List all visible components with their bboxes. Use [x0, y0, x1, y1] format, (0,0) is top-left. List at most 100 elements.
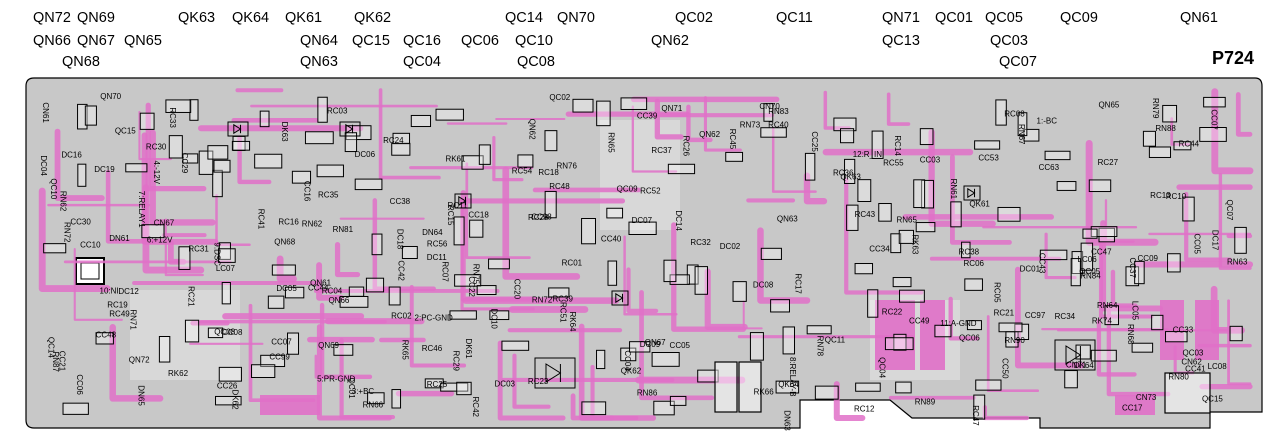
component-label: DK64	[1074, 361, 1095, 370]
trace	[316, 262, 344, 301]
component	[218, 242, 231, 260]
trace	[105, 169, 157, 244]
component-label: QC05	[1079, 267, 1100, 276]
ref-qk62: QK62	[354, 10, 392, 26]
component-label: RC15	[446, 205, 455, 226]
component	[898, 229, 915, 244]
trace	[639, 290, 715, 401]
component	[168, 135, 183, 159]
trace	[1184, 191, 1233, 262]
component	[77, 103, 88, 130]
component	[833, 117, 857, 132]
component-label: RC45	[728, 129, 737, 150]
component	[1151, 314, 1164, 331]
component-label: RC41	[256, 209, 265, 230]
diode-symbol	[1054, 339, 1096, 371]
component	[43, 243, 67, 254]
ref-qn71: QN71	[882, 10, 920, 26]
ref-qn66: QN66	[33, 33, 71, 49]
component-label: RN63	[1227, 257, 1248, 266]
component-label: RC18	[538, 168, 559, 177]
component-label: RC16	[278, 218, 299, 227]
ref-qc16: QC16	[403, 33, 441, 49]
copper-pad	[1115, 395, 1155, 415]
component-label: DN61	[109, 234, 130, 243]
component-label: RN71	[129, 309, 138, 330]
component	[921, 179, 934, 209]
component	[1134, 260, 1145, 285]
component-label: QN71	[661, 104, 682, 113]
component	[1071, 251, 1084, 275]
component	[251, 364, 276, 378]
component	[878, 203, 892, 222]
component-label: RN61	[949, 179, 958, 200]
component	[391, 142, 411, 156]
component-label: RC08	[1004, 110, 1025, 119]
diode-symbol	[454, 193, 472, 209]
component-label: QC02	[549, 93, 570, 102]
ref-qn65: QN65	[124, 33, 162, 49]
component-label: CC44	[308, 283, 329, 292]
component	[913, 179, 926, 209]
component	[501, 340, 530, 351]
copper-pad	[875, 300, 915, 370]
component-label: CC30	[70, 217, 91, 226]
component-label: CC05	[670, 341, 691, 350]
component-label: QN63	[777, 214, 798, 223]
component	[440, 382, 469, 392]
component-label: CC04	[623, 350, 632, 371]
trace	[502, 166, 581, 280]
component-label: QN65	[1098, 100, 1119, 109]
trace	[38, 187, 111, 293]
component-label: QC01	[347, 378, 356, 399]
component	[1142, 130, 1156, 147]
trace	[626, 267, 659, 313]
component	[189, 99, 199, 121]
component	[476, 285, 497, 295]
component	[77, 163, 87, 187]
component-label: LC05	[1131, 301, 1140, 321]
component	[221, 281, 231, 305]
component-label: RC04	[322, 286, 343, 295]
component-label: RC40	[768, 120, 789, 129]
component	[1125, 266, 1140, 287]
component	[333, 344, 354, 356]
component	[259, 110, 270, 128]
component	[1039, 249, 1068, 261]
component-label: RC46	[422, 344, 443, 353]
components	[43, 96, 1247, 420]
component-label: RC21	[994, 308, 1015, 317]
component-label: QN69	[318, 341, 339, 350]
component	[694, 266, 708, 295]
component	[365, 277, 385, 293]
component	[596, 100, 611, 127]
component-label: RC01	[562, 259, 583, 268]
component-label: 2:PC-GND	[415, 313, 453, 322]
component-label: DK63	[280, 122, 289, 143]
component-label: RC34	[1055, 312, 1076, 321]
component-label: CC48	[96, 331, 117, 340]
component-label: QN62	[528, 119, 537, 140]
trace	[1106, 302, 1171, 397]
component	[1234, 226, 1247, 254]
component	[212, 169, 223, 198]
component	[62, 402, 89, 415]
component	[581, 218, 596, 245]
component-label: DC02	[720, 242, 741, 251]
component-label: CC99	[269, 353, 290, 362]
component	[844, 158, 856, 184]
component-label: DC06	[355, 150, 376, 159]
component-label: 8:RELAY-B	[788, 357, 797, 397]
trace	[1235, 92, 1253, 137]
ref-qc11: QC11	[776, 10, 813, 26]
ref-qc15: QC15	[352, 33, 390, 49]
component	[854, 263, 874, 275]
component	[218, 248, 236, 263]
component-label: RC35	[318, 190, 339, 199]
component	[782, 326, 796, 355]
component	[391, 389, 402, 409]
component-label: 9:DSC	[213, 242, 222, 266]
component	[1104, 305, 1120, 326]
component	[207, 145, 229, 160]
trace	[928, 129, 996, 227]
